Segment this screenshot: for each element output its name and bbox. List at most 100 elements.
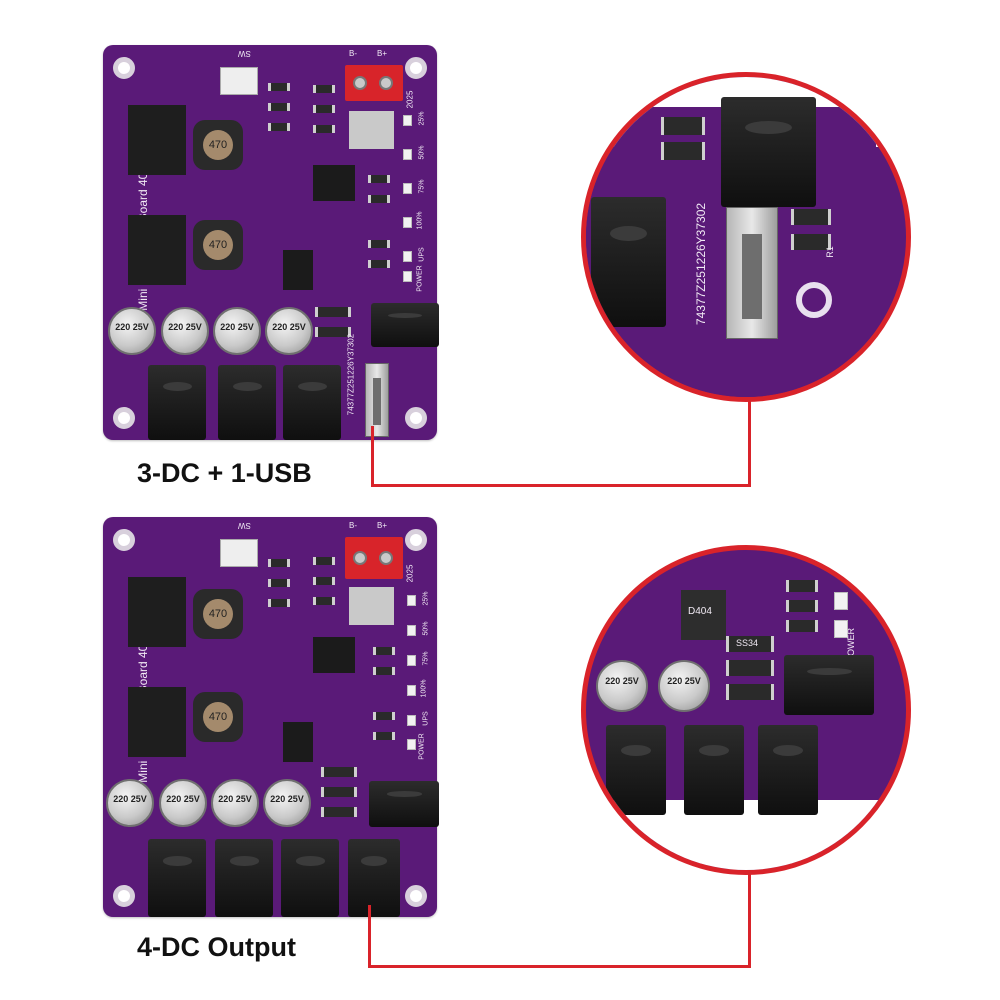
switch-label: SW — [238, 521, 251, 530]
led-ups — [407, 715, 416, 726]
resistor-zoom — [786, 580, 818, 592]
dc-output-jack — [283, 365, 341, 440]
dc-input-jack — [369, 781, 439, 827]
caption-top: 3-DC + 1-USB — [137, 458, 312, 488]
callout-line — [748, 400, 751, 487]
diode — [315, 327, 351, 337]
led-power-label: POWER — [418, 733, 426, 760]
regulator-chip — [128, 215, 186, 285]
resistor — [268, 579, 290, 587]
led-ups-label: UPS — [418, 247, 426, 262]
led-ups — [403, 251, 412, 262]
electrolytic-capacitor: 220 25V — [265, 307, 313, 355]
led-ups-label: UPS — [422, 711, 430, 726]
r-label-zoom: R1 — [824, 246, 835, 258]
year-label: 2025 — [405, 564, 415, 583]
dc-output-jack — [215, 839, 273, 917]
mount-hole — [113, 57, 135, 79]
resistor — [373, 667, 395, 675]
led-75-label: 75% — [422, 651, 430, 666]
mount-hole — [405, 529, 427, 551]
diode — [321, 807, 357, 817]
switch-connector — [220, 67, 258, 95]
bottom-board: Mini Router Ups Board 40W V2.6 470 470 S… — [103, 517, 439, 917]
resistor-zoom — [791, 234, 831, 250]
resistor — [313, 597, 335, 605]
electrolytic-capacitor-zoom: 220 25V — [596, 660, 648, 712]
dc-output-jack — [281, 839, 339, 917]
resistor — [313, 557, 335, 565]
resistor — [268, 123, 290, 131]
year-label: 2025 — [405, 90, 415, 109]
resistor — [368, 240, 390, 248]
terminal-screw — [353, 551, 367, 565]
control-ic — [313, 637, 355, 673]
resistor — [268, 559, 290, 567]
led-75 — [403, 183, 412, 194]
led-50-label: 50% — [422, 621, 430, 636]
terminal-screw — [353, 76, 367, 90]
led-75 — [407, 655, 416, 666]
top-board: Mini Router Ups Board 40W V2.6 470 470 S… — [103, 45, 439, 440]
led-100-label: 100% — [420, 679, 428, 698]
led-25-label: 25% — [418, 111, 426, 126]
switch-connector — [220, 539, 258, 567]
regulator-chip — [128, 687, 186, 757]
caption-bottom: 4-DC Output — [137, 932, 296, 962]
terminal-plus-label: B+ — [377, 49, 388, 58]
usb-port-zoom — [726, 207, 778, 339]
d404-label-zoom: D404 — [688, 606, 712, 617]
callout-line — [368, 965, 750, 968]
electrolytic-capacitor-zoom: 220 25V — [658, 660, 710, 712]
resistor-zoom — [786, 620, 818, 632]
resistor — [268, 83, 290, 91]
led-power — [407, 739, 416, 750]
mount-hole-zoom — [796, 282, 832, 318]
electrolytic-capacitor: 220 25V — [108, 307, 156, 355]
mount-hole — [405, 57, 427, 79]
zoom-callout-usb: 74377Z251226Y37302 R1 — [581, 72, 911, 402]
serial-label-zoom: 74377Z251226Y37302 — [694, 202, 708, 326]
zoom-callout-dc: D404 SS34 POWER 220 25V 220 25V — [581, 545, 911, 875]
mosfet-tab — [349, 587, 394, 625]
led-25-label: 25% — [422, 591, 430, 606]
resistor — [313, 125, 335, 133]
diode-label-zoom: SS34 — [736, 638, 759, 648]
dc-output-jack-zoom — [606, 725, 666, 815]
diode — [321, 767, 357, 777]
resistor-zoom — [786, 600, 818, 612]
led-100-label: 100% — [416, 211, 424, 230]
resistor — [368, 195, 390, 203]
dc-output-jack-zoom — [684, 725, 744, 815]
inductor: 470 — [193, 220, 243, 270]
mosfet — [283, 722, 313, 762]
led-50 — [407, 625, 416, 636]
led-75-label: 75% — [418, 179, 426, 194]
battery-terminal — [345, 65, 403, 101]
terminal-minus-label: B- — [349, 521, 357, 530]
control-ic — [313, 165, 355, 201]
callout-line — [748, 872, 751, 968]
led-50-label: 50% — [418, 145, 426, 160]
callout-line — [368, 905, 371, 968]
battery-terminal — [345, 537, 403, 579]
inductor: 470 — [193, 589, 243, 639]
usb-port — [365, 363, 389, 437]
inductor: 470 — [193, 692, 243, 742]
electrolytic-capacitor: 220 25V — [213, 307, 261, 355]
dc-output-jack — [348, 839, 400, 917]
resistor — [373, 647, 395, 655]
terminal-screw — [379, 551, 393, 565]
diode-zoom — [726, 660, 774, 676]
mosfet-tab — [349, 111, 394, 149]
resistor — [268, 599, 290, 607]
mount-hole — [113, 529, 135, 551]
resistor — [373, 712, 395, 720]
mosfet — [283, 250, 313, 290]
led-power — [403, 271, 412, 282]
serial-label: 74377Z251226Y37302 — [346, 333, 356, 416]
led-25 — [403, 115, 412, 126]
electrolytic-capacitor: 220 25V — [161, 307, 209, 355]
dc-output-jack — [148, 839, 206, 917]
diode — [321, 787, 357, 797]
